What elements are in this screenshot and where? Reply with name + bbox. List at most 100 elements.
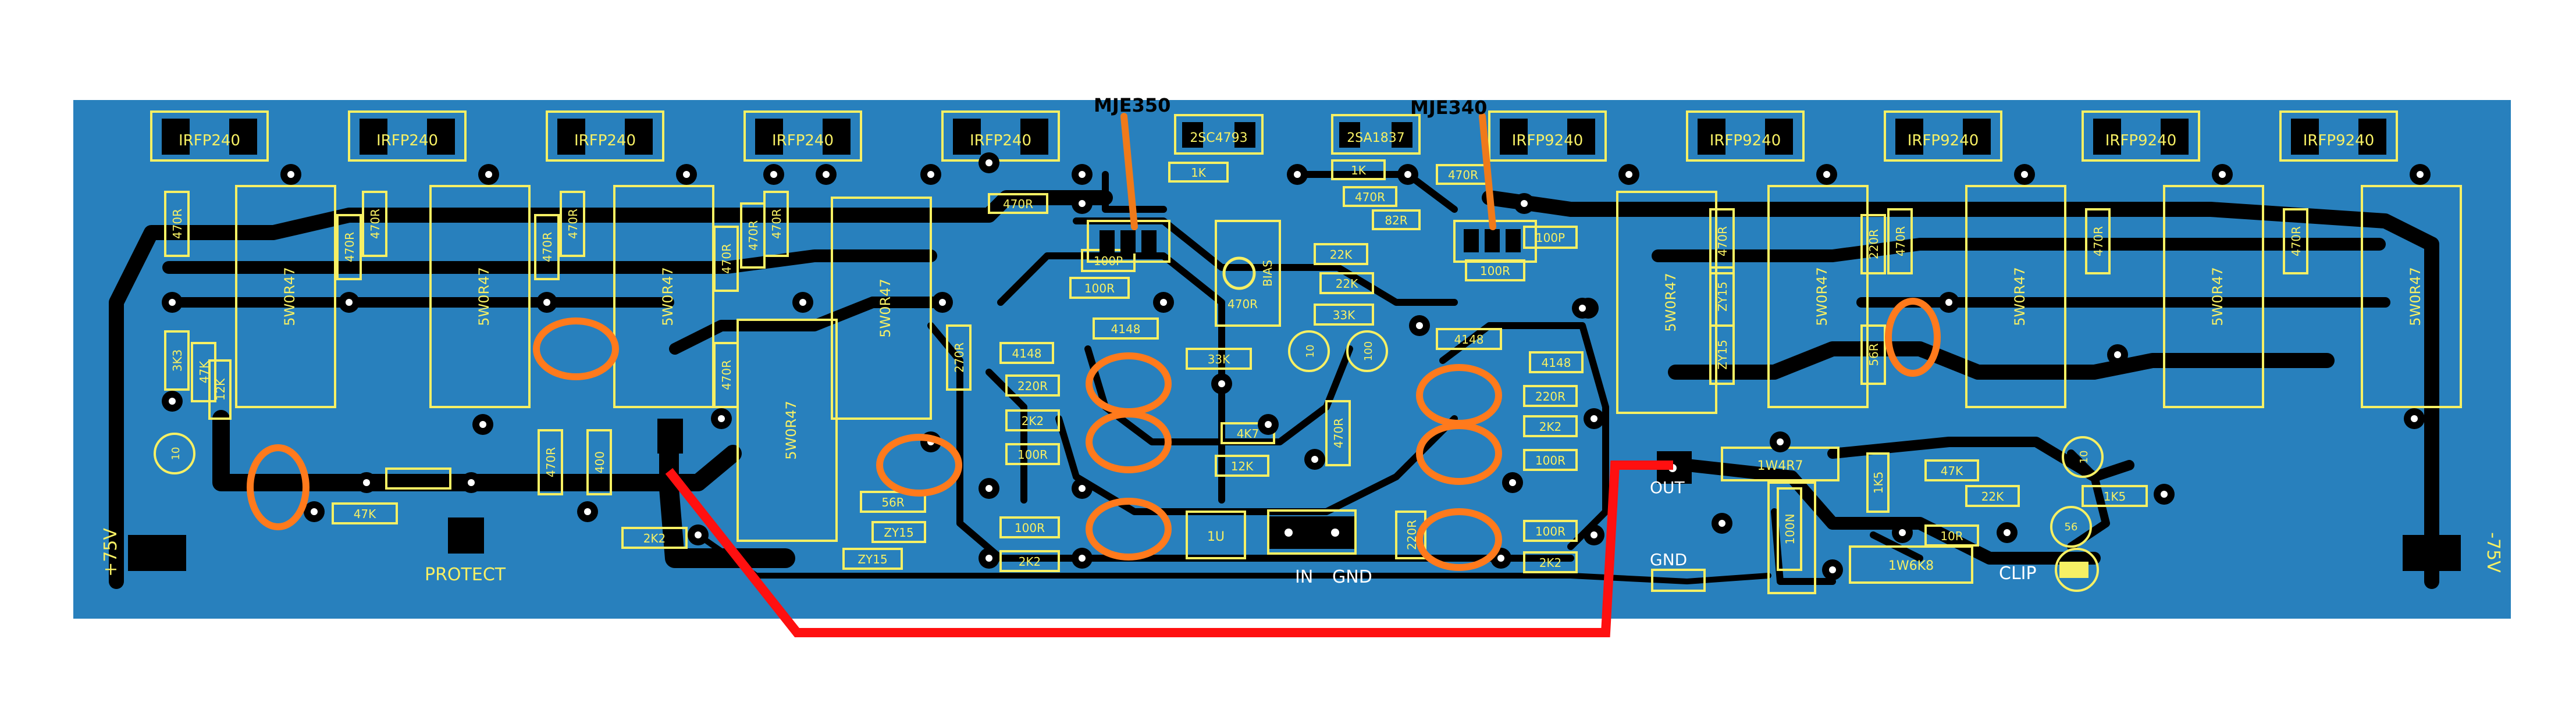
capacitor-label: 10 [1304, 345, 1317, 358]
transistor-label: IRFP240 [376, 132, 438, 149]
resistor-label: 2K2 [643, 531, 666, 545]
resistor-label: 1W4R7 [1757, 459, 1803, 473]
resistor-label: 470R [2289, 226, 2303, 256]
electrolytic-capacitors: 10 100 10 10 56 [154, 330, 2104, 592]
highlight-ring [1086, 411, 1172, 473]
transistor-label: IRFP9240 [2105, 132, 2177, 149]
callout-mje350: MJE350 [1094, 94, 1170, 116]
resistor-label: 470R [1894, 226, 1908, 256]
vas-transistor-pads [1087, 220, 1537, 263]
driver-area-parts: 1K 1K 470R 82R 470R 470R 100P 100P 100R … [332, 159, 1584, 573]
emitter-resistor-label: 5W0R47 [2209, 267, 2226, 326]
protect-label: PROTECT [425, 565, 506, 585]
emitter-resistor-label: 5W0R47 [2012, 267, 2028, 326]
resistor-label: 220R [1017, 379, 1048, 393]
resistor-label: 470R [2091, 226, 2105, 256]
resistor-label: 470R [540, 232, 554, 262]
resistor-label: 470R [1448, 168, 1478, 182]
resistor-label: 56R [1867, 343, 1881, 366]
resistor-label: 470R [566, 209, 580, 239]
resistor-label: 47K [354, 507, 376, 521]
resistor-label: 470R [1003, 197, 1033, 211]
zener-label: ZY15 [1716, 340, 1730, 369]
resistor-label: 4K7 [1237, 427, 1259, 441]
highlight-ring [533, 317, 619, 380]
jumper-wire [665, 461, 1673, 637]
bias-trimmer: 470R BIAS [1215, 220, 1281, 327]
resistor-label: 100R [1017, 448, 1048, 462]
transistor-label: IRFP9240 [2303, 132, 2375, 149]
gate-resistors: 470R 470R 470R 470R 470R 470R 470R 470R … [164, 191, 2308, 571]
emitter-resistor-label: 5W0R47 [1663, 273, 1679, 331]
transistor-label: IRFP9240 [1512, 132, 1584, 149]
out-label: OUT [1650, 478, 1685, 497]
diode-label: 4148 [1454, 333, 1484, 347]
emitter-resistor-label: 5W0R47 [282, 267, 298, 326]
highlight-ring [247, 444, 309, 530]
diode-label: 4148 [1111, 322, 1141, 336]
transistor-label: IRFP240 [179, 132, 240, 149]
driver-transistors: 2SC4793 2SA1837 [1174, 114, 1421, 155]
resistor-label: 470R [746, 220, 760, 251]
emitter-resistor-label: 5W0R47 [476, 267, 492, 326]
bias-label: BIAS [1261, 260, 1275, 287]
gnd2-label: GND [1650, 550, 1687, 569]
highlight-ring [876, 434, 962, 497]
capacitor-label: 10 [2078, 451, 2090, 464]
resistor-label: 10R [1940, 529, 1963, 543]
vneg-terminal [2403, 535, 2461, 571]
resistor-label: 82R [1385, 213, 1407, 227]
vpos-terminal [128, 535, 186, 571]
resistor-label: 220R [1535, 390, 1565, 404]
resistor-label: 270R [952, 342, 966, 373]
resistor-label: 470R [720, 244, 734, 274]
vneg-label: -75V [2483, 532, 2503, 573]
resistor-label: 22K [1336, 277, 1358, 291]
in-label: IN [1295, 567, 1313, 587]
highlight-ring [1416, 422, 1502, 485]
resistor-label: 12K [214, 378, 227, 401]
resistor-label: 33K [1208, 352, 1230, 366]
gnd-label: GND [1332, 567, 1372, 587]
resistor-label: 22K [1330, 248, 1353, 262]
capacitor-label: 1U [1207, 530, 1225, 544]
resistor-label: 1K5 [1871, 472, 1885, 494]
resistor-label: 47K [1941, 464, 1963, 478]
bias-trimmer-value: 470R [1227, 297, 1258, 311]
resistor-label: 33K [1333, 308, 1355, 322]
transistor-label: IRFP9240 [1710, 132, 1781, 149]
resistor-label: 12K [1231, 459, 1254, 473]
output-transistor-row: IRFP240 IRFP240 IRFP240 IRFP240 IRFP240 … [150, 110, 2398, 162]
highlight-ring [1086, 498, 1172, 561]
callout-lines [1120, 113, 1496, 230]
diode-label: 4148 [1542, 356, 1571, 370]
resistor-label: 2K2 [1019, 555, 1041, 569]
zener-label: ZY15 [858, 552, 887, 566]
resistor-label: 220R [1867, 229, 1881, 259]
emitter-resistor-label: 5W0R47 [660, 267, 676, 326]
zener-label: ZY15 [1716, 281, 1730, 311]
resistor-label: 100R [1084, 281, 1115, 295]
resistor-label: 400 [593, 451, 607, 473]
capacitor-label: 56 [2065, 521, 2078, 533]
resistor-label: 2K2 [1022, 414, 1044, 428]
protect-diode-outline [385, 467, 451, 490]
clip-led-marking [2059, 562, 2088, 578]
output-section-parts: 1W4R7 1W6K8 47K 22K 10R 1K5 [1651, 447, 2148, 594]
highlight-ring [1885, 298, 1941, 377]
resistor-label: 1K [1191, 166, 1207, 180]
resistor-label: 22K [1981, 490, 2004, 504]
transistor-label: IRFP9240 [1908, 132, 1979, 149]
resistor-label: 470R [544, 447, 558, 477]
clip-label: CLIP [1999, 563, 2037, 584]
highlight-rings [247, 298, 1941, 571]
emitter-resistor-label: 5W0R47 [1814, 267, 1830, 326]
input-terminal [1268, 516, 1355, 549]
resistor-label: 100R [1535, 524, 1565, 538]
resistor-label: 470R [343, 232, 357, 262]
resistor-label: 3K3 [170, 349, 184, 372]
resistor-label: 470R [170, 209, 184, 239]
resistor-label: 470R [368, 209, 382, 239]
zener-label: ZY15 [884, 526, 913, 540]
